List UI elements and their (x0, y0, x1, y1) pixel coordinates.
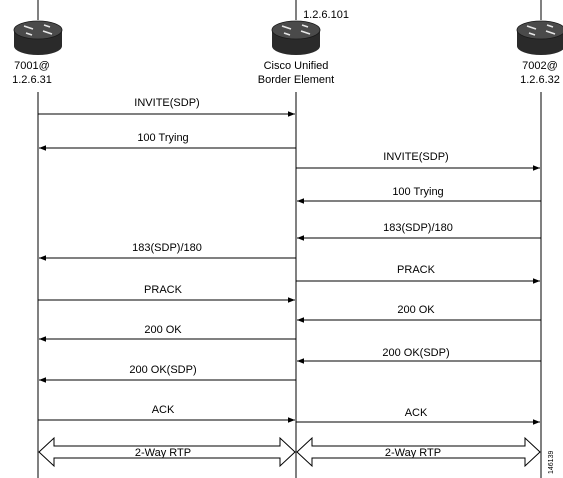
message-label: ACK (405, 407, 428, 419)
node-mid-ip-label: 1.2.6.101 (303, 9, 349, 21)
rtp-label: 2-Way RTP (385, 447, 441, 459)
router-icon (13, 20, 63, 55)
message: 200 OK(SDP) (39, 364, 296, 383)
rtp-streams: 2-Way RTP 2-Way RTP (38, 436, 541, 468)
message: ACK (296, 407, 540, 425)
router-icon (516, 20, 563, 55)
message: PRACK (38, 284, 295, 303)
message: 183(SDP)/180 (39, 242, 296, 261)
message-label: 100 Trying (392, 186, 443, 198)
router-icon (271, 20, 321, 55)
message-label: 200 OK(SDP) (382, 347, 449, 359)
rtp-double-arrow (296, 436, 541, 468)
message: PRACK (296, 264, 540, 284)
node-mid-label-line1: Cisco Unified (264, 60, 329, 72)
message: INVITE(SDP) (296, 151, 540, 171)
message-label: 200 OK (397, 304, 435, 316)
node-right-label-line1: 7002@ (522, 60, 558, 72)
rtp-double-arrow (38, 436, 296, 468)
message-label: 200 OK(SDP) (129, 364, 196, 376)
message: 100 Trying (297, 186, 541, 204)
node-left-label-line2: 1.2.6.31 (12, 74, 52, 86)
message-label: INVITE(SDP) (134, 97, 199, 109)
message: ACK (38, 404, 295, 423)
message: INVITE(SDP) (38, 97, 295, 117)
message: 200 OK (297, 304, 541, 323)
message-label: 183(SDP)/180 (132, 242, 202, 254)
node-right: 7002@ 1.2.6.32 (516, 20, 563, 86)
lifelines (37, 0, 542, 478)
figure-id: 146139 (548, 451, 555, 474)
message: 100 Trying (39, 132, 296, 151)
message: 200 OK (39, 324, 296, 342)
rtp-label: 2-Way RTP (135, 447, 191, 459)
rtp-stream: 2-Way RTP (296, 436, 541, 468)
message-label: INVITE(SDP) (383, 151, 448, 163)
message-label: 200 OK (144, 324, 182, 336)
message-label: 183(SDP)/180 (383, 222, 453, 234)
message-label: 100 Trying (137, 132, 188, 144)
message-label: ACK (152, 404, 175, 416)
rtp-stream: 2-Way RTP (38, 436, 296, 468)
node-mid-label-line2: Border Element (258, 74, 334, 86)
node-mid: 1.2.6.101 Cisco Unified Border Element (258, 9, 349, 86)
message-label: PRACK (144, 284, 183, 296)
node-left: 7001@ 1.2.6.31 (12, 20, 63, 86)
message-list: INVITE(SDP) 100 Trying INVITE(SDP) 100 T… (38, 97, 541, 425)
message: 183(SDP)/180 (297, 222, 541, 241)
message-label: PRACK (397, 264, 436, 276)
node-left-label-line1: 7001@ (14, 60, 50, 72)
message: 200 OK(SDP) (297, 347, 541, 364)
node-right-label-line2: 1.2.6.32 (520, 74, 560, 86)
